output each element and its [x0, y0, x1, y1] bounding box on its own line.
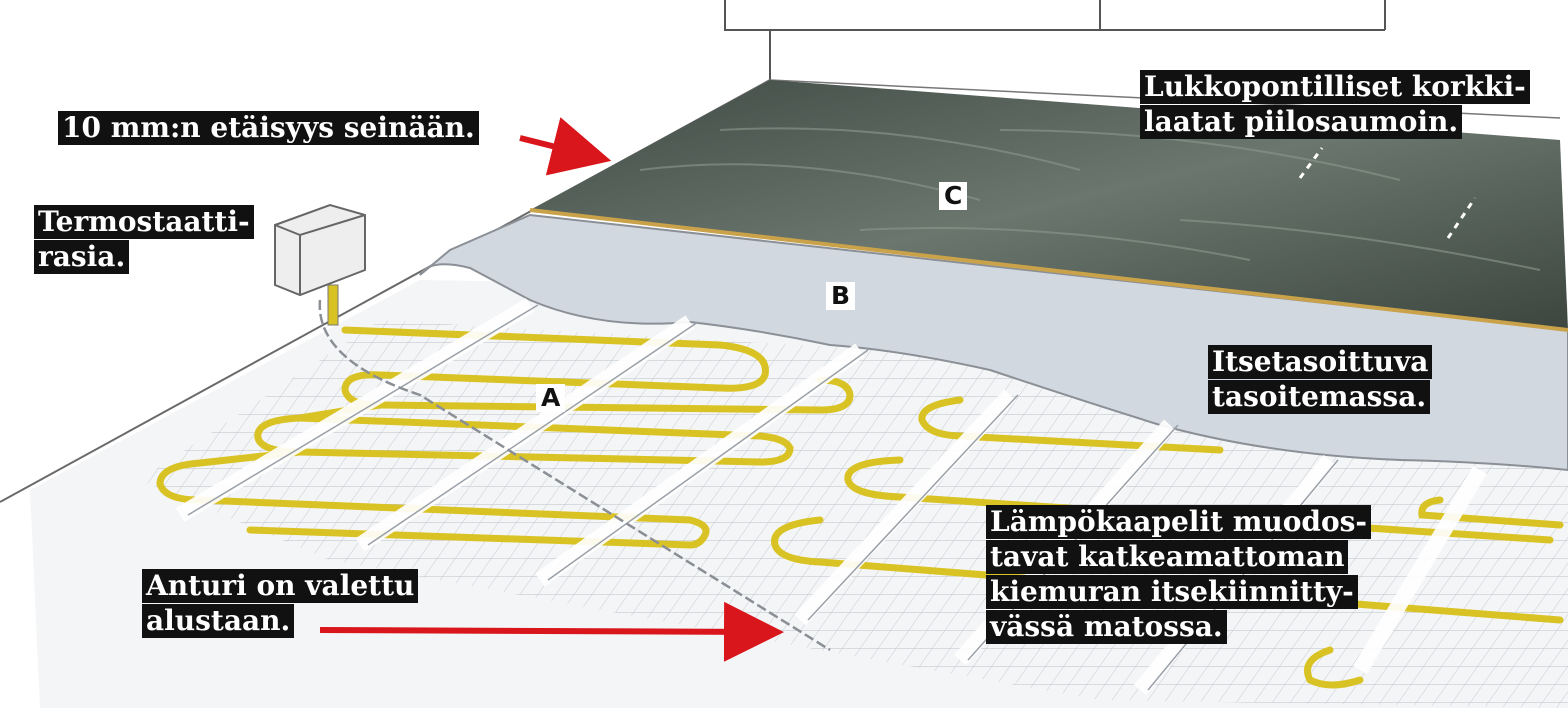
sensor-arrow [319, 601, 784, 662]
layer-c-marker: C [939, 182, 968, 210]
heating-cable-right [771, 396, 1564, 689]
thermostat-box [274, 203, 366, 326]
thermostat-line-2: rasia. [34, 240, 130, 274]
leveling-line-2: tasoitemassa. [1208, 380, 1431, 414]
cork-texture [639, 127, 1541, 271]
thermostat-line-1: Termostaatti- [34, 205, 254, 239]
cables-line-1: Lämpökaapelit muodos- [986, 505, 1372, 539]
sensor-line-2: alustaan. [142, 604, 295, 638]
cork-tile-layer [530, 80, 1568, 330]
wall-gap-label: 10 mm:n etäisyys seinään. [58, 111, 479, 146]
sensor-conduit [318, 299, 831, 652]
cork-tiles-line-2: laatat piilosaumoin. [1140, 105, 1463, 139]
cork-tiles-label: Lukkopontilliset korkki- laatat piilosau… [1140, 70, 1530, 140]
layer-b-marker: B [826, 282, 856, 310]
cork-tiles-line-1: Lukkopontilliset korkki- [1140, 70, 1530, 104]
sensor-line-1: Anturi on valettu [142, 569, 419, 603]
leveling-line-1: Itsetasoittuva [1208, 345, 1433, 379]
heating-cable-left [156, 326, 854, 549]
layer-a-marker: A [536, 384, 566, 412]
wall-gap-line-1: 10 mm:n etäisyys seinään. [58, 111, 479, 145]
cork-edge [529, 208, 1568, 332]
leveling-label: Itsetasoittuva tasoitemassa. [1208, 345, 1433, 415]
sensor-label: Anturi on valettu alustaan. [142, 569, 419, 639]
cables-label: Lämpökaapelit muodos- tavat katkeamattom… [986, 505, 1372, 645]
cables-line-4: vässä matossa. [986, 610, 1227, 644]
cables-line-2: tavat katkeamattoman [986, 540, 1349, 574]
tile-seam-dashes [1298, 147, 1477, 239]
wall-gap-arrow [519, 117, 612, 176]
thermostat-label: Termostaatti- rasia. [34, 205, 254, 275]
cables-line-3: kiemuran itsekiinnitty- [986, 575, 1358, 609]
